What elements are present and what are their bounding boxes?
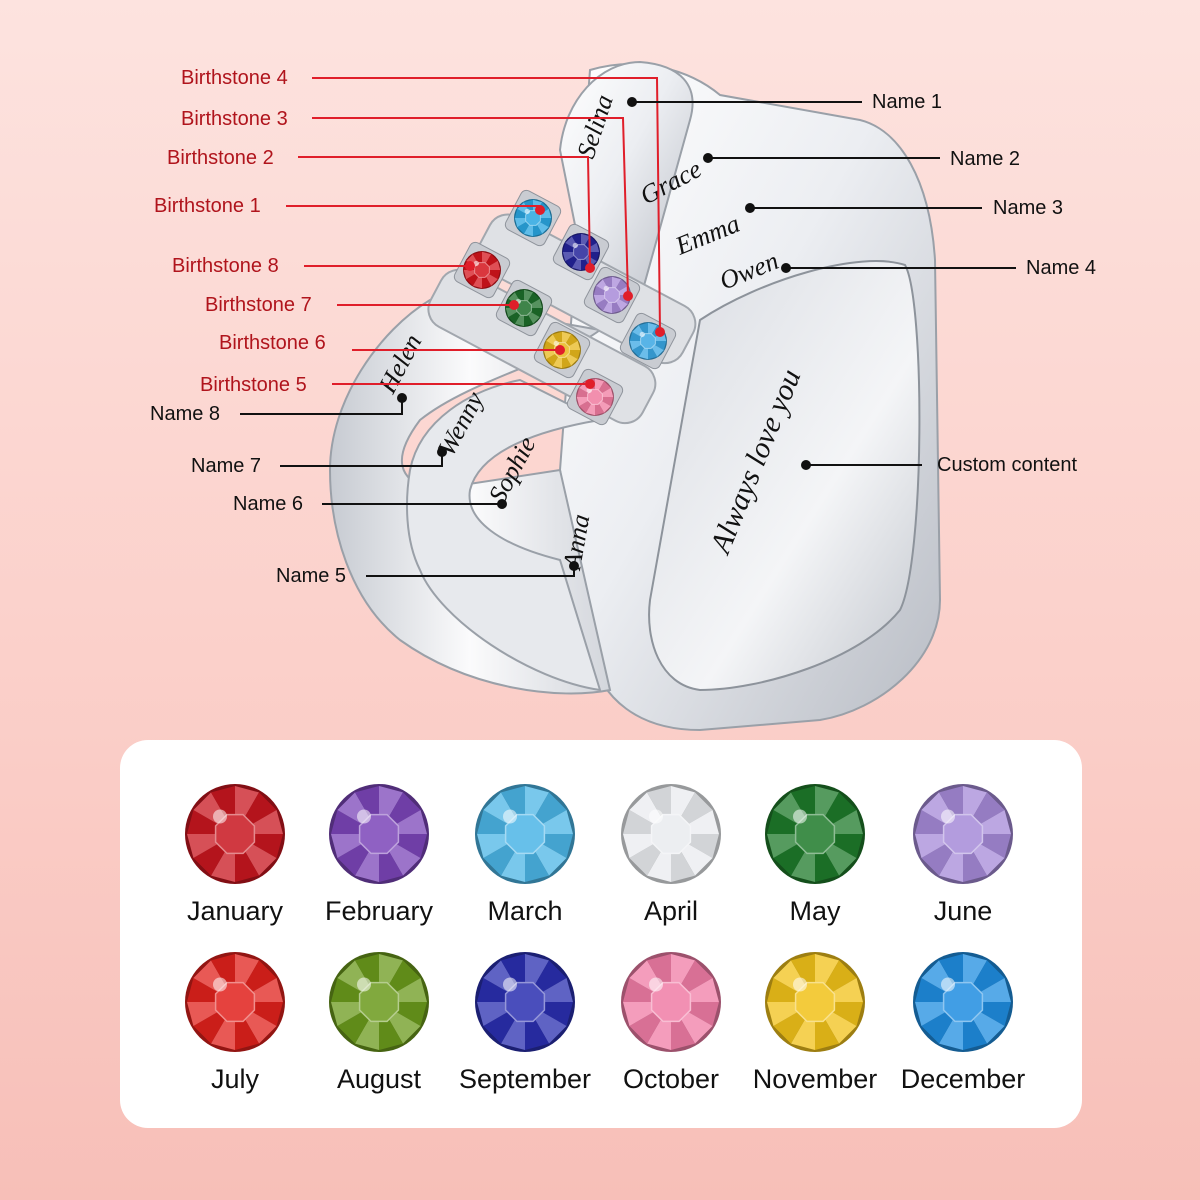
- leader-n8: [240, 398, 403, 415]
- gem-icon: [765, 952, 865, 1052]
- gem-icon: [765, 784, 865, 884]
- month-label: April: [643, 896, 698, 926]
- label-name-6: Name 6: [233, 493, 304, 515]
- gem-april: [621, 784, 721, 884]
- gem-icon: [913, 784, 1013, 884]
- label-name-5: Name 5: [276, 565, 347, 587]
- gem-icon: [913, 952, 1013, 1052]
- gem-icon: [621, 952, 721, 1052]
- ring-gem-b3: [593, 276, 631, 314]
- label-birthstone-2: Birthstone 2: [167, 147, 274, 169]
- gem-november: [765, 952, 865, 1052]
- label-name-2: Name 2: [950, 148, 1021, 170]
- gem-september: [475, 952, 575, 1052]
- gem-december: [913, 952, 1013, 1052]
- label-name-8: Name 8: [150, 403, 221, 425]
- birthstone-leaders: [286, 77, 665, 389]
- label-birthstone-7: Birthstone 7: [205, 294, 312, 316]
- leader-b3: [312, 117, 629, 297]
- month-label: February: [324, 896, 434, 926]
- ring-gem-b2: [562, 233, 600, 271]
- birthstone-august: August: [304, 950, 454, 1095]
- birthstone-february: February: [304, 782, 454, 927]
- name-leaders: [240, 97, 1016, 577]
- gem-february: [329, 784, 429, 884]
- gem-january: [185, 784, 285, 884]
- label-name-1: Name 1: [872, 91, 943, 113]
- month-label: May: [789, 896, 841, 926]
- ring-gems: [453, 189, 677, 426]
- gem-october: [621, 952, 721, 1052]
- gem-icon: [329, 784, 429, 884]
- gem-icon: [185, 784, 285, 884]
- label-birthstone-1: Birthstone 1: [154, 195, 261, 217]
- month-label: July: [210, 1064, 259, 1094]
- gem-may: [765, 784, 865, 884]
- birthstone-september: September: [450, 950, 600, 1095]
- month-label: December: [900, 1064, 1026, 1094]
- month-label: June: [933, 896, 993, 926]
- month-label: March: [487, 896, 563, 926]
- label-birthstone-3: Birthstone 3: [181, 108, 288, 130]
- gem-icon: [621, 784, 721, 884]
- gem-july: [185, 952, 285, 1052]
- label-birthstone-5: Birthstone 5: [200, 374, 307, 396]
- birthstone-july: July: [160, 950, 310, 1095]
- birthstone-december: December: [888, 950, 1038, 1095]
- label-custom-content: Custom content: [937, 454, 1078, 476]
- month-label: September: [458, 1064, 592, 1094]
- label-name-3: Name 3: [993, 197, 1064, 219]
- gem-icon: [329, 952, 429, 1052]
- gem-icon: [475, 952, 575, 1052]
- month-label: August: [336, 1064, 422, 1094]
- gem-march: [475, 784, 575, 884]
- label-name-7: Name 7: [191, 455, 262, 477]
- gem-june: [913, 784, 1013, 884]
- label-birthstone-4: Birthstone 4: [181, 67, 288, 89]
- month-label: November: [752, 1064, 878, 1094]
- birthstone-april: April: [596, 782, 746, 927]
- birthstone-november: November: [740, 950, 890, 1095]
- birthstone-october: October: [596, 950, 746, 1095]
- gem-icon: [185, 952, 285, 1052]
- label-birthstone-6: Birthstone 6: [219, 332, 326, 354]
- ring-gem-b1: [514, 199, 552, 237]
- ring-illustration: Selina Grace Emma Owen Helen Wenny Sophi…: [240, 60, 1016, 732]
- month-label: January: [186, 896, 284, 926]
- birthstone-june: June: [888, 782, 1038, 927]
- leader-b2: [298, 156, 591, 269]
- birthstone-january: January: [160, 782, 310, 927]
- gem-icon: [475, 784, 575, 884]
- ring-inner: [648, 260, 921, 692]
- birthstone-march: March: [450, 782, 600, 927]
- label-name-4: Name 4: [1026, 257, 1097, 279]
- birthstone-may: May: [740, 782, 890, 927]
- leader-b4: [312, 77, 661, 333]
- label-birthstone-8: Birthstone 8: [172, 255, 279, 277]
- gem-august: [329, 952, 429, 1052]
- month-label: October: [622, 1064, 720, 1094]
